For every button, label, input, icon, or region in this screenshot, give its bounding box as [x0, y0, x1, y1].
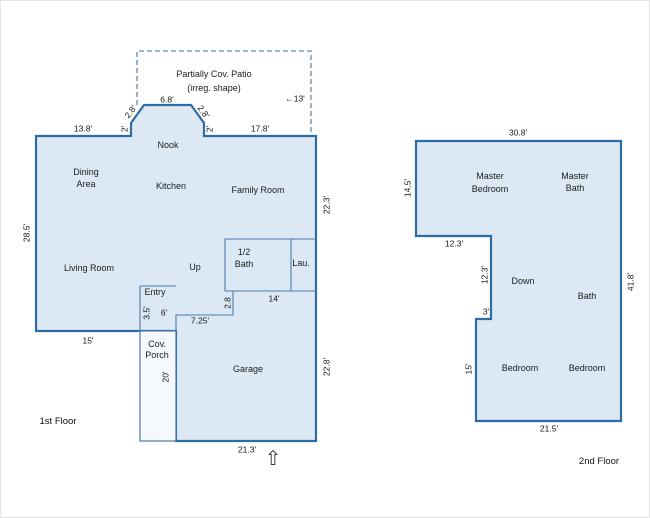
room-label-garage: Garage [232, 364, 264, 375]
room-label-half-bath-line1: 1/2 [237, 247, 251, 258]
dim-f2-upper-left: 14.5' [402, 178, 413, 198]
room-label-dining-line2: Area [76, 179, 96, 190]
dim-f2-step-width: 12.3' [444, 238, 464, 249]
patio-label-line1: Partially Cov. Patio [176, 69, 252, 80]
room-label-master-bath-line1: Master [561, 171, 589, 182]
dim-top-left: 13.8' [73, 123, 93, 134]
dim-f2-small-step: 3' [482, 306, 490, 317]
floor1-title: 1st Floor [39, 415, 77, 427]
room-label-master-bath-line2: Bath [565, 183, 585, 194]
porch-outline [139, 330, 177, 442]
room-label-bath: Bath [577, 291, 597, 302]
dim-f2-step-height: 12.3' [479, 265, 490, 285]
room-label-laundry: Lau. [292, 258, 310, 269]
room-label-master-bedroom-line1: Master [476, 171, 504, 182]
patio-label-line2: (irreg. shape) [187, 83, 241, 94]
floor2-title: 2nd Floor [578, 455, 620, 467]
room-label-kitchen: Kitchen [155, 181, 187, 192]
dim-nook-side-right: 2' [204, 125, 215, 133]
room-label-entry: Entry [144, 287, 166, 298]
room-label-living-room: Living Room [63, 263, 115, 274]
room-label-porch-line1: Cov. [148, 339, 166, 350]
dim-left-side: 28.5' [21, 223, 32, 243]
dim-f2-top-width: 30.8' [508, 127, 528, 138]
dim-f2-bottom-width: 21.5' [539, 423, 559, 434]
dim-garage-step: 2.8 [222, 297, 233, 309]
room-label-bedroom-right: Bedroom [568, 363, 606, 374]
floor1-interior-walls [139, 238, 316, 331]
dim-nook-width: 6.8' [160, 94, 174, 105]
dim-porch-depth: 20' [160, 371, 171, 383]
dim-f2-lower-left: 15' [463, 363, 474, 375]
dim-right-upper: 22.3' [321, 195, 332, 215]
dim-patio-depth: ←13' [285, 93, 305, 104]
room-label-half-bath-line2: Bath [234, 259, 254, 270]
dim-entry-width: 6' [160, 307, 168, 318]
dim-nook-side-left: 2' [119, 125, 130, 133]
dim-top-right: 17.8' [250, 123, 270, 134]
dim-entry-back: 7.25' [190, 315, 210, 326]
dim-entry-height: 3.5' [141, 306, 152, 320]
room-label-master-bedroom-line2: Bedroom [471, 184, 509, 195]
dim-right-lower: 22.8' [321, 357, 332, 377]
room-label-bedroom-left: Bedroom [501, 363, 539, 374]
dim-garage-top: 14' [268, 293, 280, 304]
room-label-down: Down [511, 276, 535, 287]
room-label-family-room: Family Room [231, 185, 285, 196]
patio-outline [136, 50, 312, 135]
dim-living-bottom: 15' [82, 335, 94, 346]
room-label-dining-line1: Dining [73, 167, 99, 178]
dim-f2-right-side: 41.8' [625, 272, 636, 292]
entry-direction-arrow-icon: ⇧ [264, 448, 282, 470]
room-label-up: Up [189, 262, 201, 273]
dim-garage-bottom: 21.3' [237, 444, 257, 455]
room-label-nook: Nook [157, 140, 179, 151]
room-label-porch-line2: Porch [145, 350, 169, 361]
floor2-outline [414, 139, 623, 423]
